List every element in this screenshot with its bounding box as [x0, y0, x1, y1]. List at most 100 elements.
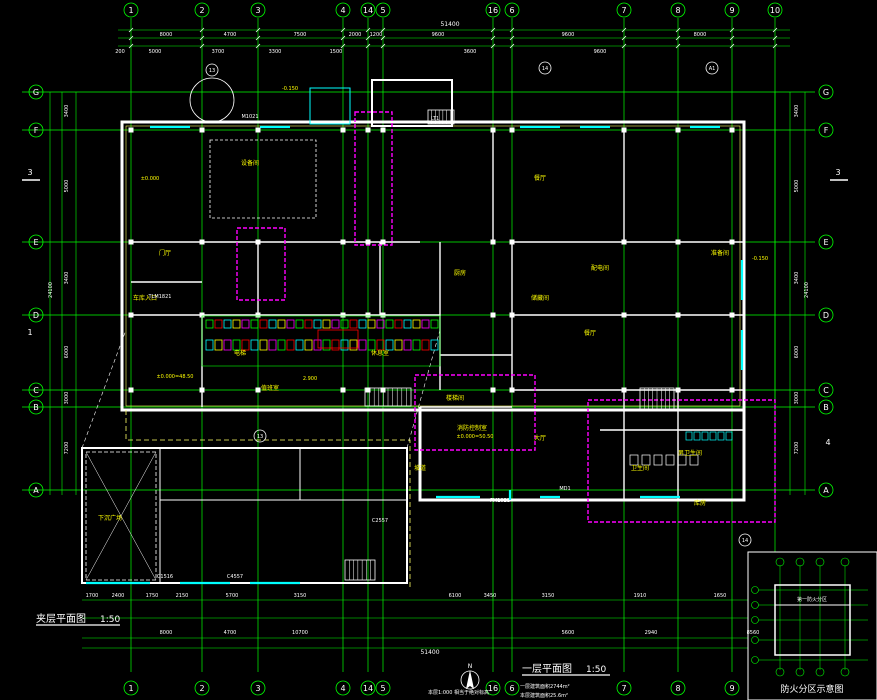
equipment-unit — [232, 319, 241, 329]
equipment-unit — [241, 339, 250, 351]
door-window-code: C2557 — [372, 518, 388, 524]
room-label: 厨房 — [454, 269, 466, 277]
dimension-row-span-right: 3000 — [794, 392, 800, 405]
basin-fixture — [717, 431, 725, 441]
door-window-code: LT1 — [431, 116, 439, 122]
cooking-range — [317, 329, 359, 349]
dimension-tick — [128, 27, 134, 33]
dimension-tick — [128, 35, 134, 41]
equipment-unit — [349, 339, 358, 351]
dimension-tick — [255, 43, 261, 49]
legend-bubble — [815, 557, 825, 567]
equipment-unit — [295, 319, 304, 329]
equipment-unit — [403, 319, 412, 329]
dimension-overall-depth: 24100 — [48, 282, 54, 298]
axis-bubble-label: C — [33, 386, 39, 395]
dimension-tick — [380, 43, 386, 49]
index-mark — [738, 533, 752, 547]
equipment-unit — [394, 319, 403, 329]
door-window-code: MD1 — [559, 486, 570, 492]
structural-column — [128, 387, 134, 393]
dimension-tick — [199, 43, 205, 49]
toilet-fixture — [653, 454, 663, 466]
equipment-unit — [250, 319, 259, 329]
dimension-tick — [490, 27, 496, 33]
axis-bubble-col — [375, 680, 391, 696]
index-mark-label: 14 — [742, 538, 748, 544]
axis-bubble-label: E — [823, 238, 828, 247]
axis-bubble-label: 2 — [199, 684, 204, 693]
axis-bubble-label: 14 — [363, 6, 373, 15]
dimension-tick — [509, 43, 515, 49]
dimension-tick — [490, 35, 496, 41]
dimension-tick — [255, 35, 261, 41]
section-mark-left2: 1 — [27, 328, 32, 337]
equipment-unit — [277, 339, 286, 351]
structural-column — [729, 387, 735, 393]
axis-grid: 112233441414551616667788991010GGFFEEDDCC… — [22, 2, 848, 696]
legend-zone-label: 第一防火分区 — [797, 596, 827, 603]
mezzanine-outline — [125, 410, 411, 590]
axis-bubble-col — [250, 2, 266, 18]
dimension-bottom-span: 2940 — [645, 630, 658, 636]
room-label: 大厅 — [534, 434, 546, 442]
room-label: 坡道 — [414, 464, 426, 472]
room-label: 值班室 — [261, 384, 279, 392]
equipment-unit — [349, 319, 358, 329]
level-mark: ±0.000 — [141, 176, 160, 182]
elevation-note: 本层1:000 相当于绝对标高 — [428, 689, 489, 696]
structural-column — [490, 312, 496, 318]
level-mark: -0.150 — [752, 256, 768, 262]
fire-zone-boundary — [236, 227, 286, 301]
dimension-tick — [509, 35, 515, 41]
door-window-code: FM1021 — [490, 498, 510, 504]
stair-north — [427, 109, 455, 125]
axis-bubble-col — [485, 680, 501, 696]
toilet-fixture — [677, 454, 687, 466]
axis-bubble-row — [28, 382, 44, 398]
mezzanine-void — [85, 451, 157, 581]
legend-bubble — [751, 586, 759, 594]
structural-column — [199, 239, 205, 245]
basin-fixture — [701, 431, 709, 441]
dimension-tick — [365, 43, 371, 49]
ground-plan-title: 一层平面图 — [522, 663, 572, 675]
dimension-tick — [340, 43, 346, 49]
equipment-unit — [250, 339, 259, 351]
structural-column — [199, 312, 205, 318]
dimension-overall-width: 51400 — [440, 21, 459, 28]
index-mark-label: A1 — [709, 66, 716, 72]
dimension-bottom-sub: 2400 — [112, 593, 125, 599]
axis-bubble-col — [194, 680, 210, 696]
room-label: 车库入口 — [133, 294, 157, 302]
axis-bubble-label: 2 — [199, 6, 204, 15]
dimension-tick — [340, 35, 346, 41]
equipment-unit — [430, 319, 439, 329]
axis-bubble-row — [818, 122, 834, 138]
axis-bubble-label: F — [824, 126, 829, 135]
axis-bubble-row — [818, 399, 834, 415]
dimension-bottom-sub: 6100 — [449, 593, 462, 599]
dimension-top-span: 7500 — [294, 32, 307, 38]
dimension-tick — [255, 27, 261, 33]
axis-bubble-label: 6 — [509, 6, 514, 15]
void-cross — [85, 451, 157, 581]
equipment-unit — [277, 319, 286, 329]
index-mark — [205, 63, 219, 77]
axis-bubble-col — [485, 2, 501, 18]
basin-fixture — [693, 431, 701, 441]
equipment-unit — [322, 339, 331, 351]
axis-bubble-col — [724, 2, 740, 18]
legend-bubble — [775, 667, 785, 677]
structural-column — [340, 312, 346, 318]
dimension-tick — [675, 35, 681, 41]
structural-column — [490, 387, 496, 393]
equipment-unit — [376, 339, 385, 351]
equipment-unit — [322, 319, 331, 329]
axis-bubble-label: E — [33, 238, 38, 247]
axis-bubble-row — [28, 234, 44, 250]
dimension-bottom-sub: 3150 — [542, 593, 555, 599]
index-mark-label: 14 — [542, 66, 548, 72]
dimension-top-span: 9600 — [562, 32, 575, 38]
axis-bubble-label: 10 — [770, 6, 780, 15]
